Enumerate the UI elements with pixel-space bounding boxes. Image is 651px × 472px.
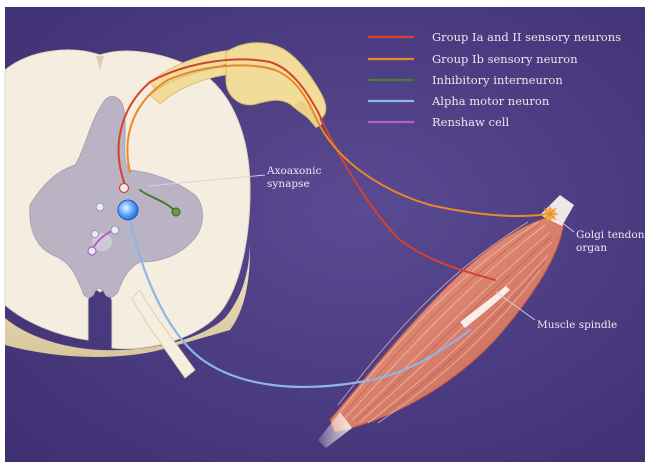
legend-label-ia-ii: Group Ia and II sensory neurons	[432, 30, 621, 44]
renshaw-cell	[88, 247, 96, 255]
interneuron-cell	[111, 226, 119, 234]
legend-label-alpha-motor: Alpha motor neuron	[431, 94, 550, 108]
interneuron-terminal	[172, 208, 180, 216]
motor-neuron-soma	[118, 200, 138, 220]
interneuron-cell	[92, 231, 99, 238]
legend-label-renshaw: Renshaw cell	[432, 115, 509, 129]
golgi-tendon-organ-icon	[542, 206, 558, 222]
interneuron-cell	[96, 203, 104, 211]
legend-label-ib: Group Ib sensory neuron	[432, 52, 578, 66]
golgi-tendon-organ-label-line1: Golgi tendon	[576, 229, 645, 241]
axoaxonic-synapse-label-line1: Axoaxonic	[266, 165, 321, 177]
golgi-tendon-organ-label-line2: organ	[576, 242, 607, 254]
axoaxonic-synapse-label-line2: synapse	[267, 178, 310, 190]
sensory-terminal	[120, 184, 129, 193]
muscle-spindle-label: Muscle spindle	[537, 319, 617, 331]
legend-label-inhibitory: Inhibitory interneuron	[432, 73, 563, 87]
